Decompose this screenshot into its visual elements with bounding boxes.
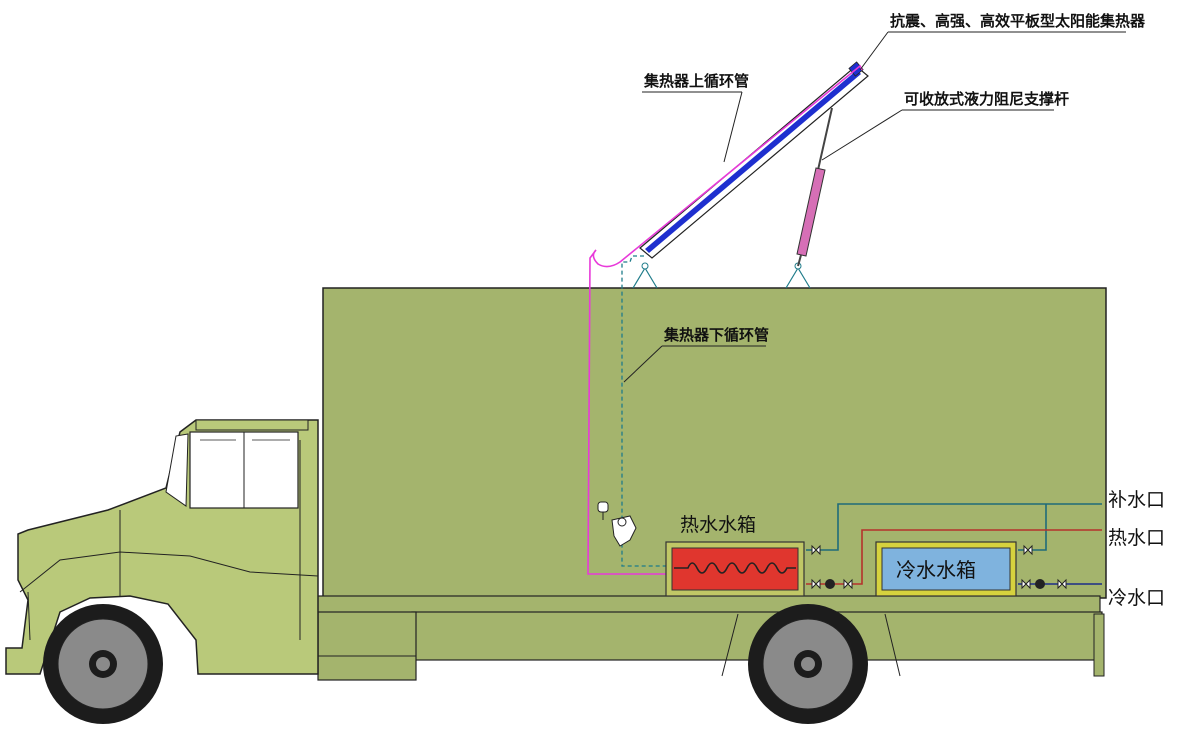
lower-circulation-pipe: [621, 255, 672, 567]
damping-strut: [796, 107, 833, 267]
rear-wheel: [748, 604, 868, 724]
cold-tank-label: 冷水水箱: [896, 558, 976, 582]
hot-water-tank: [665, 541, 805, 597]
callout-leaders: [623, 31, 1126, 383]
front-wheel: [43, 604, 163, 724]
makeup-port-label: 补水口: [1108, 489, 1165, 511]
water-piping: [806, 503, 1102, 590]
cold-port-label: 冷水口: [1108, 587, 1165, 609]
upper-circulation-pipe: [587, 64, 863, 575]
cold-water-tank: [875, 541, 1017, 597]
hot-tank-label: 热水水箱: [680, 514, 756, 536]
upper-pipe-label: 集热器上循环管: [643, 72, 749, 90]
lower-pipe-label: 集热器下循环管: [663, 326, 769, 344]
chassis: [299, 595, 1105, 681]
truck-cab: [5, 419, 319, 675]
solar-collector: [639, 61, 869, 259]
collector-mounts: [632, 262, 811, 289]
circulation-pump: [597, 501, 637, 547]
heat-exchange-coil: [674, 562, 796, 574]
hot-port-label: 热水口: [1108, 527, 1165, 549]
strut-label: 可收放式液力阻尼支撑杆: [904, 90, 1069, 108]
collector-label: 抗震、高强、高效平板型太阳能集热器: [890, 12, 1146, 30]
